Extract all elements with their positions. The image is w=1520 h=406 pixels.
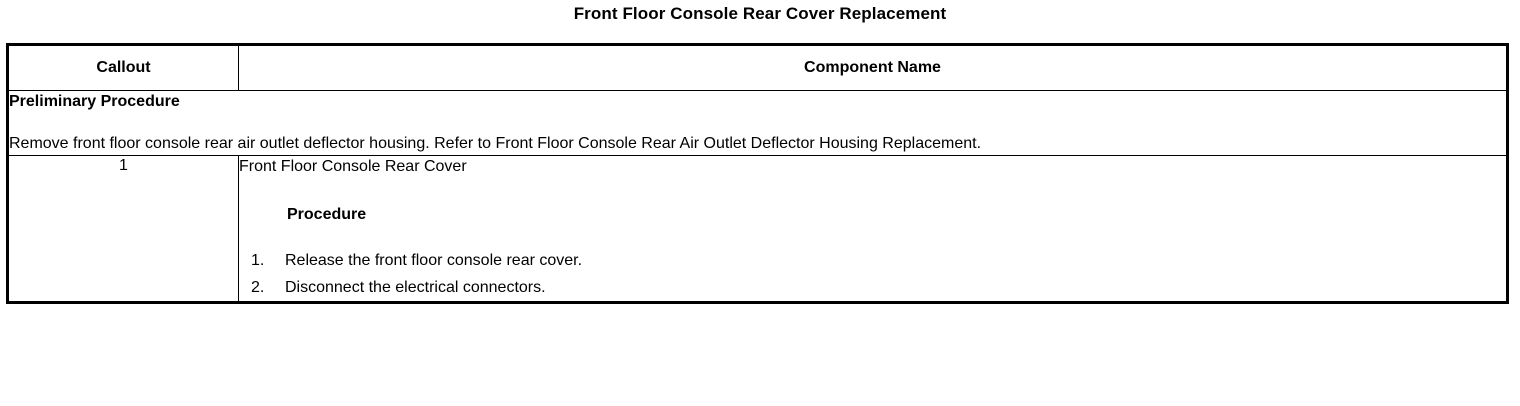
preliminary-procedure-cell: Preliminary Procedure Remove front floor… <box>7 90 1508 156</box>
procedure-heading: Procedure <box>287 206 367 223</box>
header-row: Callout Component Name <box>7 44 1508 91</box>
list-item: 2. Disconnect the electrical connectors. <box>239 274 1506 301</box>
component-detail-cell: Front Floor Console Rear Cover Procedure… <box>238 155 1508 303</box>
procedure-step-list: 1. Release the front floor console rear … <box>239 247 1506 301</box>
table-body: Preliminary Procedure Remove front floor… <box>7 90 1508 303</box>
page-title: Front Floor Console Rear Cover Replaceme… <box>573 4 947 23</box>
preliminary-procedure-row: Preliminary Procedure Remove front floor… <box>7 90 1508 156</box>
procedure-table: Callout Component Name Preliminary Proce… <box>6 43 1509 304</box>
step-text: Release the front floor console rear cov… <box>285 252 583 269</box>
preliminary-procedure-text: Remove front floor console rear air outl… <box>9 135 982 152</box>
step-text: Disconnect the electrical connectors. <box>285 279 546 296</box>
list-item: 1. Release the front floor console rear … <box>239 247 1506 274</box>
component-name-text: Front Floor Console Rear Cover <box>239 158 467 175</box>
column-header-callout: Callout <box>7 44 239 91</box>
step-number: 2. <box>251 279 265 296</box>
table-header: Callout Component Name <box>7 44 1508 91</box>
step-number: 1. <box>251 252 265 269</box>
callout-number-cell: 1 <box>7 155 239 303</box>
table-row: 1 Front Floor Console Rear Cover Procedu… <box>7 155 1508 303</box>
column-header-component-name: Component Name <box>238 44 1508 91</box>
preliminary-procedure-heading: Preliminary Procedure <box>9 93 180 110</box>
